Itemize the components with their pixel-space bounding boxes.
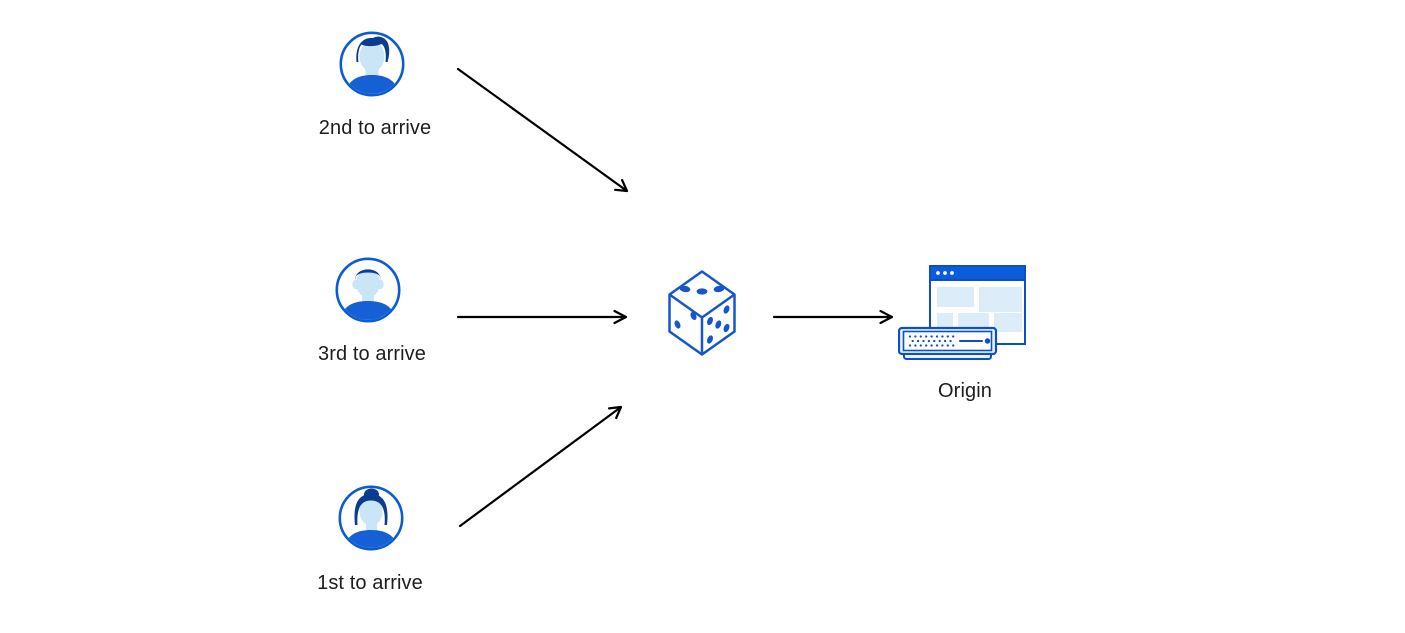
- arrow-third-to-dice: [456, 309, 628, 325]
- user-avatar-man-side-swept-hair: [339, 31, 405, 97]
- actor-third: [335, 257, 401, 323]
- actor-first: [338, 485, 404, 551]
- arrow-dice-to-origin: [772, 309, 894, 325]
- server-icon: [898, 326, 998, 360]
- dice-icon: [668, 270, 736, 356]
- actor-second-label: 2nd to arrive: [318, 117, 432, 139]
- origin-label: Origin: [938, 380, 992, 402]
- origin-node: [898, 264, 1028, 364]
- server-vent-dots: [908, 335, 956, 347]
- dice-pips: [674, 285, 730, 344]
- browser-window-and-server-icon: [898, 265, 1026, 360]
- arrow-first-to-dice: [458, 405, 623, 528]
- arrow-second-to-dice: [456, 67, 629, 193]
- actor-second: [339, 31, 405, 97]
- user-avatar-man-short-hair: [335, 257, 401, 323]
- random-selection-node: [667, 269, 737, 357]
- user-avatar-woman-bun: [338, 485, 404, 551]
- actor-third-label: 3rd to arrive: [317, 343, 427, 365]
- actor-first-label: 1st to arrive: [317, 572, 423, 594]
